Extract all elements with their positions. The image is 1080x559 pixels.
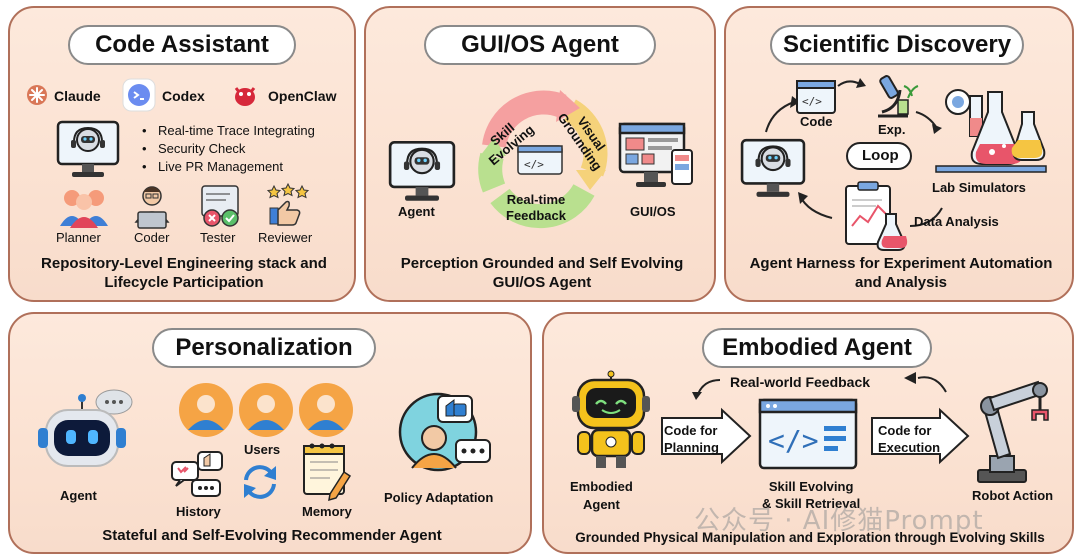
- caption-line: Repository-Level Engineering stack and: [41, 255, 327, 272]
- gui-agent-caption: Perception Grounded and Self Evolving GU…: [372, 254, 712, 292]
- caption-line: GUI/OS Agent: [492, 274, 592, 291]
- code-assistant-feature-list: Real-time Trace Integrating Security Che…: [142, 122, 315, 176]
- reviewer-icon: [266, 182, 310, 228]
- embodied-agent-label: Embodied Agent: [570, 478, 633, 514]
- microscope-icon: [868, 72, 920, 124]
- personalization-title: Personalization: [152, 328, 376, 368]
- scientific-caption: Agent Harness for Experiment Automation …: [732, 254, 1070, 292]
- gui-agent-monitor-icon: [388, 138, 456, 204]
- loop-label: Loop: [862, 147, 899, 164]
- history-chat-icon: [170, 448, 228, 500]
- code-label: Code: [800, 114, 833, 129]
- embodied-agent-panel: Embodied Agent Real-world Feedback Embod…: [542, 312, 1074, 554]
- tool-label-codex: Codex: [162, 88, 205, 104]
- real-world-feedback-label: Real-world Feedback: [730, 374, 871, 390]
- gui-os-screen-icon: [618, 120, 698, 200]
- personalization-panel: Personalization Agent Users: [8, 312, 532, 554]
- label-line: Code for: [664, 423, 718, 438]
- gui-os-label: GUI/OS: [630, 204, 676, 219]
- code-window-icon: </>: [796, 80, 836, 114]
- code-agent-monitor-icon: [56, 118, 120, 180]
- chatbot-agent-icon: [32, 388, 136, 484]
- tool-label-openclaw: OpenClaw: [268, 88, 337, 104]
- skill-evolving-label: Skill Evolving & Skill Retrieval: [762, 478, 860, 512]
- label-line: Execution: [878, 440, 941, 455]
- personalization-caption: Stateful and Self-Evolving Recommender A…: [102, 527, 442, 544]
- embodied-agent-title: Embodied Agent: [702, 328, 932, 368]
- role-label-planner: Planner: [56, 230, 101, 245]
- label-line: Embodied: [570, 479, 633, 494]
- tool-label-claude: Claude: [54, 88, 101, 104]
- gui-agent-panel: GUI/OS Agent Agent </> Skill: [364, 6, 716, 302]
- feedback-arrows-icon: [670, 370, 970, 400]
- code-for-planning-label: Code for Planning: [664, 422, 719, 456]
- svg-text:</>: </>: [524, 158, 544, 171]
- robot-action-label: Robot Action: [972, 488, 1054, 503]
- lab-simulators-label: Lab Simulators: [932, 180, 1026, 195]
- cycle-label-line: Feedback: [506, 208, 566, 223]
- lab-flasks-icon: [935, 88, 1047, 180]
- role-label-tester: Tester: [200, 230, 236, 245]
- role-label-reviewer: Reviewer: [258, 230, 313, 245]
- watermark-text: 公众号 · AI修猫Prompt: [694, 506, 984, 536]
- label-line: Skill Evolving: [768, 479, 854, 494]
- gui-agent-label: Agent: [398, 204, 435, 219]
- loop-badge: [846, 142, 912, 170]
- feature-item: Live PR Management: [142, 158, 315, 176]
- caption-line: and Analysis: [855, 274, 947, 291]
- code-assistant-caption: Repository-Level Engineering stack and L…: [16, 254, 352, 292]
- caption-line: Agent Harness for Experiment Automation: [749, 255, 1053, 272]
- coder-icon: [130, 182, 174, 230]
- exp-label: Exp.: [878, 122, 906, 137]
- data-analysis-clipboard-icon: [842, 180, 912, 252]
- memory-notepad-icon: [300, 440, 352, 502]
- code-for-execution-label: Code for Execution: [878, 422, 940, 456]
- evolution-cycle-arrows-icon: </>: [466, 86, 616, 236]
- embodied-caption: Grounded Physical Manipulation and Explo…: [575, 530, 1045, 545]
- label-line: Agent: [583, 497, 620, 512]
- feature-item: Security Check: [142, 140, 315, 158]
- robot-arm-icon: [964, 376, 1064, 486]
- users-avatars-icon: [176, 380, 356, 440]
- code-for-execution-arrow: [870, 407, 970, 465]
- cycle-label-feedback: Real-time Feedback: [506, 192, 566, 224]
- role-label-coder: Coder: [134, 230, 170, 245]
- feature-item: Real-time Trace Integrating: [142, 122, 315, 140]
- label-line: & Skill Retrieval: [762, 496, 861, 511]
- embodied-robot-icon: [570, 370, 652, 470]
- loop-arrows-icon: [756, 68, 986, 238]
- code-for-planning-arrow: [660, 407, 752, 465]
- skill-code-window-icon: </>: [758, 398, 858, 470]
- claude-logo-icon: [26, 84, 48, 106]
- science-agent-monitor-icon: [740, 136, 806, 200]
- policy-adaptation-icon: [394, 382, 498, 482]
- cycle-label-line: Real-time: [506, 192, 566, 207]
- scientific-discovery-panel: Scientific Discovery: [724, 6, 1074, 302]
- caption-line: Perception Grounded and Self Evolving: [400, 255, 684, 272]
- openclaw-logo-icon: [232, 82, 258, 108]
- code-assistant-title: Code Assistant: [68, 25, 296, 65]
- label-line: Code for: [878, 423, 932, 438]
- tester-icon: [200, 184, 244, 230]
- history-label: History: [176, 504, 221, 519]
- svg-text:</>: </>: [802, 95, 822, 108]
- label-line: Planning: [664, 440, 719, 455]
- planner-team-icon: [56, 186, 112, 230]
- caption-line: Lifecycle Participation: [104, 274, 264, 291]
- users-label: Users: [244, 442, 281, 457]
- personalization-agent-label: Agent: [60, 488, 97, 503]
- data-analysis-label: Data Analysis: [914, 214, 999, 229]
- memory-label: Memory: [302, 504, 352, 519]
- scientific-discovery-title: Scientific Discovery: [770, 25, 1024, 65]
- policy-adaptation-label: Policy Adaptation: [384, 490, 494, 505]
- sync-arrows-icon: [238, 462, 282, 502]
- codex-logo-icon: [122, 78, 156, 112]
- gui-agent-title: GUI/OS Agent: [424, 25, 656, 65]
- svg-text:</>: </>: [768, 424, 819, 457]
- code-assistant-panel: Code Assistant Claude Codex OpenClaw Rea…: [8, 6, 356, 302]
